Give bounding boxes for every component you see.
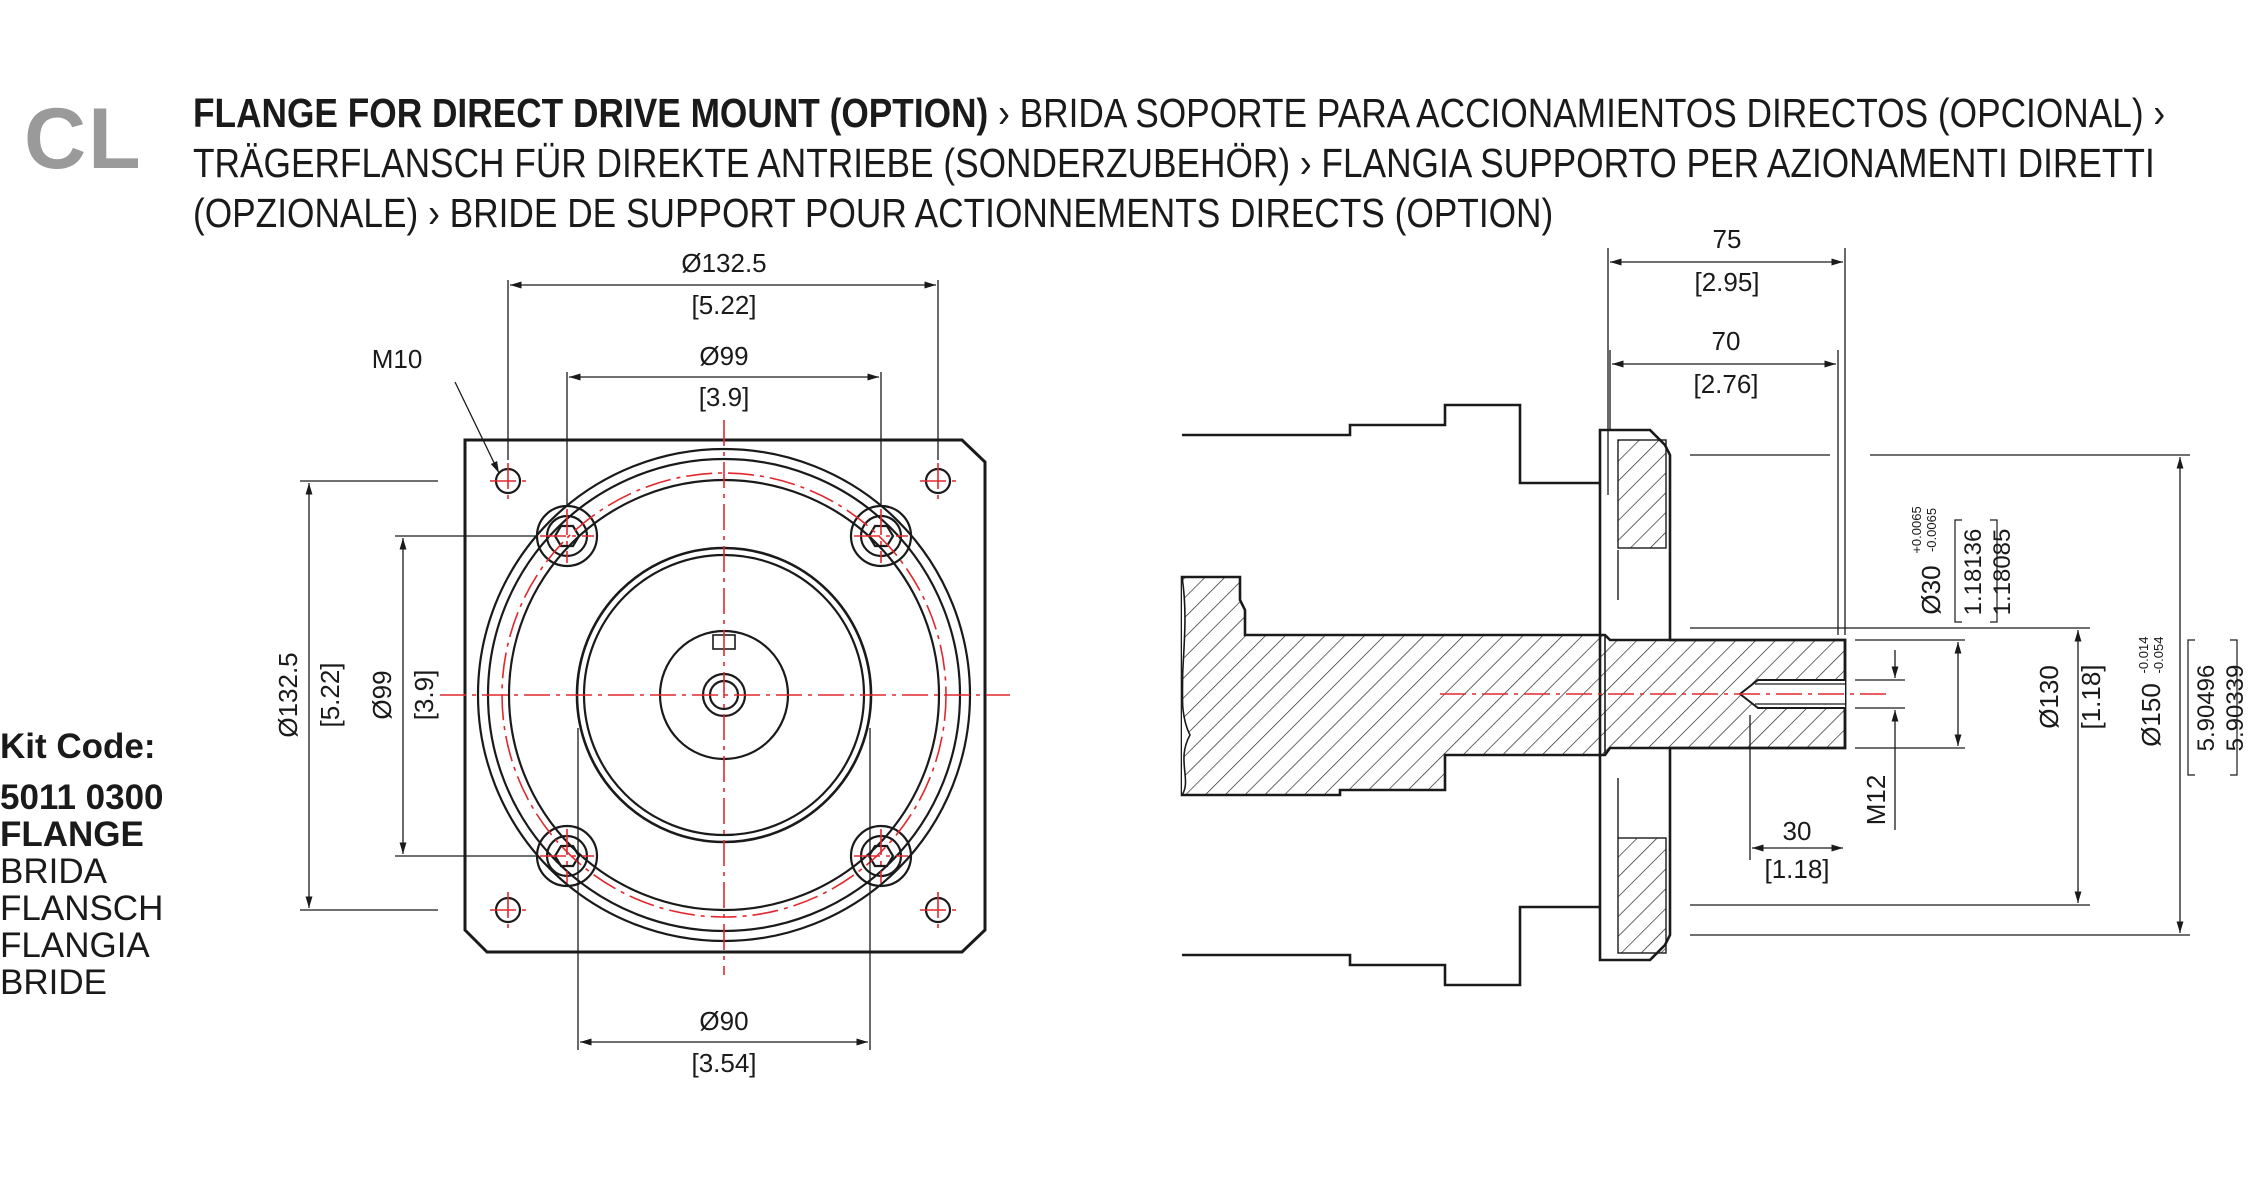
kit-name-es: BRIDA	[0, 852, 107, 891]
shaft-outline	[1180, 575, 1847, 797]
flange-plate-outline	[463, 438, 987, 954]
kit-name-it: FLANGIA	[0, 926, 150, 965]
dim-top-inner-mm: Ø99	[699, 341, 748, 371]
dim-pilot-in: [1.18]	[2076, 664, 2106, 729]
page-title: FLANGE FOR DIRECT DRIVE MOUNT (OPTION) ›…	[193, 88, 2165, 238]
series-badge: CL	[24, 91, 143, 187]
kit-code-value: 5011 0300	[0, 778, 164, 817]
dim-shaft-mm: Ø30	[1916, 565, 1946, 614]
kit-name-fr: BRIDE	[0, 963, 107, 1002]
dim-shaft-in-b: 1.18085	[1989, 529, 2016, 616]
front-centerlines	[440, 420, 1010, 975]
housing-top	[1182, 403, 1600, 485]
front-view	[300, 280, 1010, 1050]
side-dimensions	[1607, 248, 2238, 936]
dim-outer-in-a: 5.90496	[2193, 665, 2220, 752]
dim-outer-mm: Ø150	[2136, 683, 2166, 747]
dim-outer-tol-up: -0.014	[2136, 637, 2151, 674]
dim-top-outer-in: [5.22]	[691, 290, 756, 320]
dim-shaft-tol-up: +0.0065	[1909, 506, 1924, 553]
front-dimensions	[300, 280, 939, 1050]
kit-info: Kit Code: 5011 0300 FLANGE BRIDA FLANSCH…	[0, 728, 164, 1001]
dim-shaft-tol-low: -0.0065	[1924, 508, 1939, 552]
dim-left-inner-in: [3.9]	[409, 670, 439, 721]
dim-left-inner-mm: Ø99	[367, 670, 397, 719]
dim-shaft-in-a: 1.18136	[1960, 529, 1987, 616]
dim-top-inner-in: [3.9]	[699, 382, 750, 412]
dim-bottom-in: [3.54]	[691, 1048, 756, 1078]
dim-left-outer-in: [5.22]	[315, 662, 345, 727]
dim-thread-depth-in: [1.18]	[1764, 854, 1829, 884]
side-view	[1180, 403, 1847, 987]
dim-outer-in-b: 5.90339	[2222, 665, 2249, 752]
kit-code-label: Kit Code:	[0, 727, 156, 766]
dim-flange-shaft-mm: 70	[1712, 326, 1741, 356]
dim-top-outer-mm: Ø132.5	[681, 248, 766, 278]
title-line-2: TRÄGERFLANSCH FÜR DIREKTE ANTRIEBE (SOND…	[193, 140, 2155, 186]
flange-hatch-top	[1617, 439, 1667, 549]
title-line-1: FLANGE FOR DIRECT DRIVE MOUNT (OPTION) ›…	[193, 88, 2165, 138]
shaft-break	[1181, 576, 1191, 796]
dim-pilot-mm: Ø130	[2034, 665, 2064, 729]
side-dimension-texts: 75 [2.95] 70 [2.76] 30 [1.18] M12 Ø30 +0…	[1693, 224, 2249, 884]
housing-bottom	[1182, 905, 1600, 987]
dim-left-outer-mm: Ø132.5	[273, 652, 303, 737]
dim-overall-in: [2.95]	[1694, 267, 1759, 297]
thread-m12-label: M12	[1861, 775, 1891, 826]
dim-outer-tol-low: -0.054	[2151, 637, 2166, 674]
title-line-3: (OPZIONALE) › BRIDE DE SUPPORT POUR ACTI…	[193, 190, 1554, 236]
dim-overall-mm: 75	[1713, 224, 1742, 254]
thread-m10-label: M10	[372, 344, 423, 374]
front-dimension-texts: Ø132.5 [5.22] Ø99 [3.9] M10 Ø132.5 [5.22…	[273, 248, 767, 1078]
dim-flange-shaft-in: [2.76]	[1693, 369, 1758, 399]
flange-hatch-bottom	[1617, 837, 1667, 954]
kit-name-de: FLANSCH	[0, 889, 164, 928]
dim-bottom-mm: Ø90	[699, 1006, 748, 1036]
title-line-1-rest: › BRIDA SOPORTE PARA ACCIONAMIENTOS DIRE…	[988, 90, 2166, 136]
dim-thread-depth-mm: 30	[1783, 816, 1812, 846]
title-bold: FLANGE FOR DIRECT DRIVE MOUNT (OPTION)	[193, 90, 989, 136]
kit-name-en: FLANGE	[0, 815, 144, 854]
